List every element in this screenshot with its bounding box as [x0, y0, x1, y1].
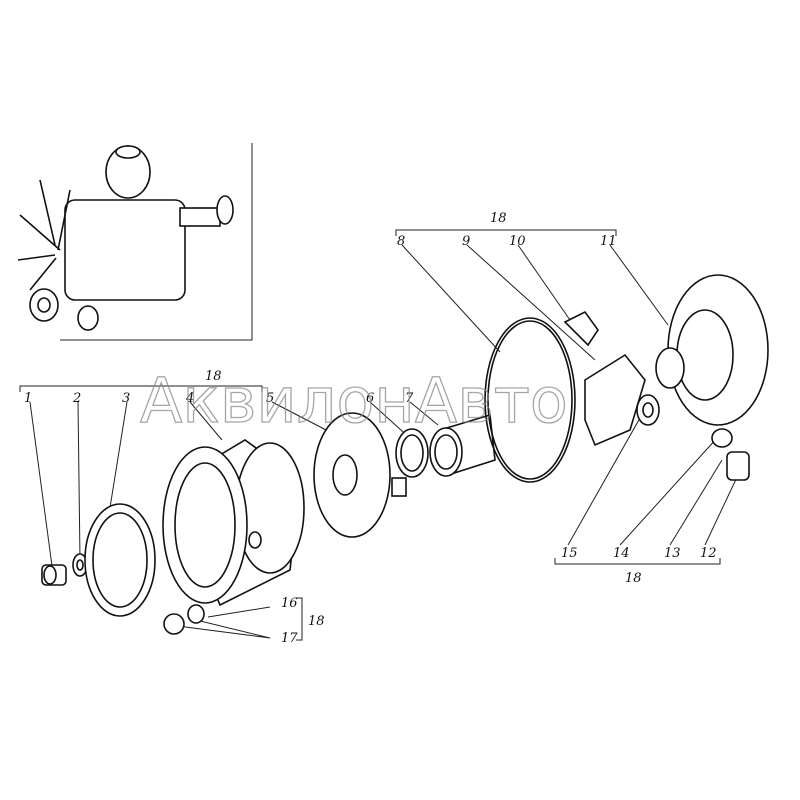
- label-10: 10: [509, 234, 526, 249]
- part-labels: 18 1 2 3 4 5 6 7 18 8 9 10 11 12 13 14 1…: [24, 211, 717, 646]
- part-3-seal-ring: [84, 503, 156, 617]
- label-2: 2: [72, 391, 81, 406]
- label-14: 14: [613, 546, 630, 561]
- group-label-side: 18: [308, 614, 325, 629]
- label-13: 13: [664, 546, 681, 561]
- group-label-top: 18: [490, 211, 507, 226]
- label-16: 16: [281, 596, 298, 611]
- engine-inset: [17, 143, 253, 341]
- label-17: 17: [281, 631, 298, 646]
- label-8: 8: [397, 234, 405, 249]
- label-12: 12: [700, 546, 717, 561]
- part-9-coupling: [584, 353, 646, 447]
- label-11: 11: [600, 234, 617, 249]
- label-15: 15: [561, 546, 578, 561]
- label-5: 5: [266, 391, 274, 406]
- group-label-bottom: 18: [625, 571, 642, 586]
- parts: [41, 274, 769, 635]
- watermark: АквилонАвто: [140, 364, 568, 437]
- group-brackets: [19, 229, 721, 641]
- part-14-plug: [711, 428, 733, 448]
- part-13-spring: [726, 451, 750, 481]
- part-16-washer: [187, 604, 205, 624]
- label-7: 7: [405, 391, 414, 406]
- group-label-left: 18: [205, 369, 222, 384]
- part-5-hub: [313, 412, 407, 538]
- part-8-o-ring: [484, 317, 576, 483]
- part-7-sleeve: [429, 413, 496, 477]
- label-6: 6: [366, 391, 374, 406]
- part-10-key: [563, 310, 599, 347]
- label-1: 1: [24, 391, 32, 406]
- part-6-ring: [395, 428, 429, 478]
- part-11-pulley: [655, 274, 769, 426]
- label-3: 3: [122, 391, 130, 406]
- part-1-plug: [41, 564, 67, 586]
- label-4: 4: [185, 391, 194, 406]
- part-17-plug: [163, 613, 185, 635]
- part-4-housing: [162, 439, 305, 607]
- leader-lines: [29, 244, 739, 639]
- part-15-washer: [636, 394, 660, 426]
- label-9: 9: [462, 234, 470, 249]
